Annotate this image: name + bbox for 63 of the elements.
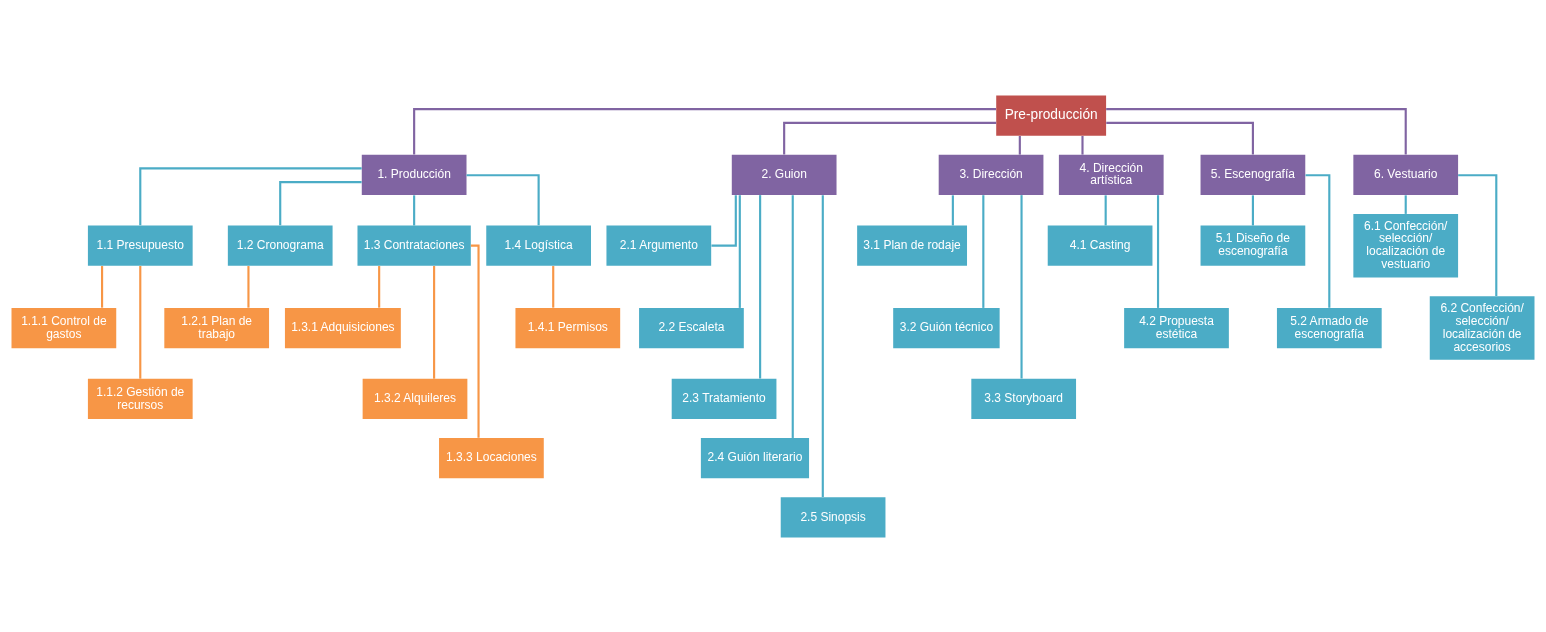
- connector: [738, 194, 741, 308]
- node-box: 5.2 Armado de escenografía: [1276, 307, 1382, 348]
- connector: [247, 265, 250, 308]
- node-box: 2.1 Argumento: [606, 225, 712, 266]
- connector: [139, 166, 362, 225]
- connector: [413, 194, 416, 225]
- node-box: 1.3.1 Adquisiciones: [284, 307, 401, 348]
- node-box: 1.3 Contrataciones: [357, 225, 471, 266]
- connector: [433, 265, 436, 379]
- connector: [1458, 173, 1498, 296]
- connector: [1104, 194, 1107, 225]
- node-box: 3.3 Storyboard: [971, 378, 1077, 419]
- node-box: 3.1 Plan de rodaje: [857, 225, 967, 266]
- node-box: 2.2 Escaleta: [639, 307, 744, 348]
- connector: [951, 194, 954, 225]
- node-box: 1.3.3 Locaciones: [439, 437, 544, 478]
- connector: [821, 194, 824, 497]
- node-box: 5. Escenografía: [1200, 154, 1306, 195]
- node-box: 3. Dirección: [938, 154, 1044, 195]
- node-box: 6. Vestuario: [1353, 154, 1459, 195]
- connector: [552, 265, 555, 308]
- node-box: 6.2 Confección/ selección/ localización de accesorios: [1429, 295, 1535, 360]
- connector: [791, 194, 794, 438]
- connector: [1020, 194, 1023, 378]
- connector: [470, 244, 480, 438]
- connector: [1106, 121, 1254, 155]
- connector: [1404, 194, 1407, 214]
- node-box: 1.4 Logística: [486, 225, 591, 266]
- node-box: 1.2.1 Plan de trabajo: [164, 307, 270, 348]
- node-box: 1. Producción: [361, 154, 467, 195]
- connector: [783, 121, 997, 155]
- connector: [711, 194, 737, 247]
- connector: [982, 194, 985, 308]
- node-box: Pre-producción: [996, 94, 1107, 136]
- node-box: 1.4.1 Permisos: [515, 307, 621, 348]
- connector: [1018, 135, 1021, 155]
- node-box: 2.4 Guión literario: [700, 437, 810, 478]
- connector: [279, 180, 362, 225]
- connector: [101, 265, 104, 308]
- node-box: 2.3 Tratamiento: [671, 378, 777, 419]
- node-box: 2. Guion: [731, 154, 837, 195]
- connector: [466, 173, 540, 225]
- connector: [413, 107, 996, 154]
- node-box: 1.1.2 Gestión de recursos: [87, 378, 193, 419]
- node-box: 1.2 Cronograma: [227, 225, 333, 266]
- node-box: 1.1 Presupuesto: [87, 225, 193, 266]
- node-box: 4. Dirección artística: [1058, 154, 1164, 195]
- node-box: 6.1 Confección/ selección/ localización de vestuario: [1353, 213, 1459, 277]
- node-box: 1.3.2 Alquileres: [362, 378, 468, 419]
- node-box: 2.5 Sinopsis: [780, 496, 886, 538]
- connector: [759, 194, 762, 378]
- connector: [378, 265, 381, 308]
- node-box: 3.2 Guión técnico: [893, 307, 1000, 348]
- connector: [1251, 194, 1254, 225]
- connector: [139, 265, 142, 379]
- node-box: 5.1 Diseño de escenografía: [1200, 225, 1306, 266]
- connector: [1156, 194, 1160, 308]
- node-box: 4.2 Propuesta estética: [1124, 307, 1229, 348]
- connector: [1081, 135, 1084, 155]
- node-box: 1.1.1 Control de gastos: [11, 307, 117, 348]
- connector: [1305, 173, 1331, 308]
- node-box: 4.1 Casting: [1047, 225, 1153, 266]
- connector: [1106, 107, 1407, 154]
